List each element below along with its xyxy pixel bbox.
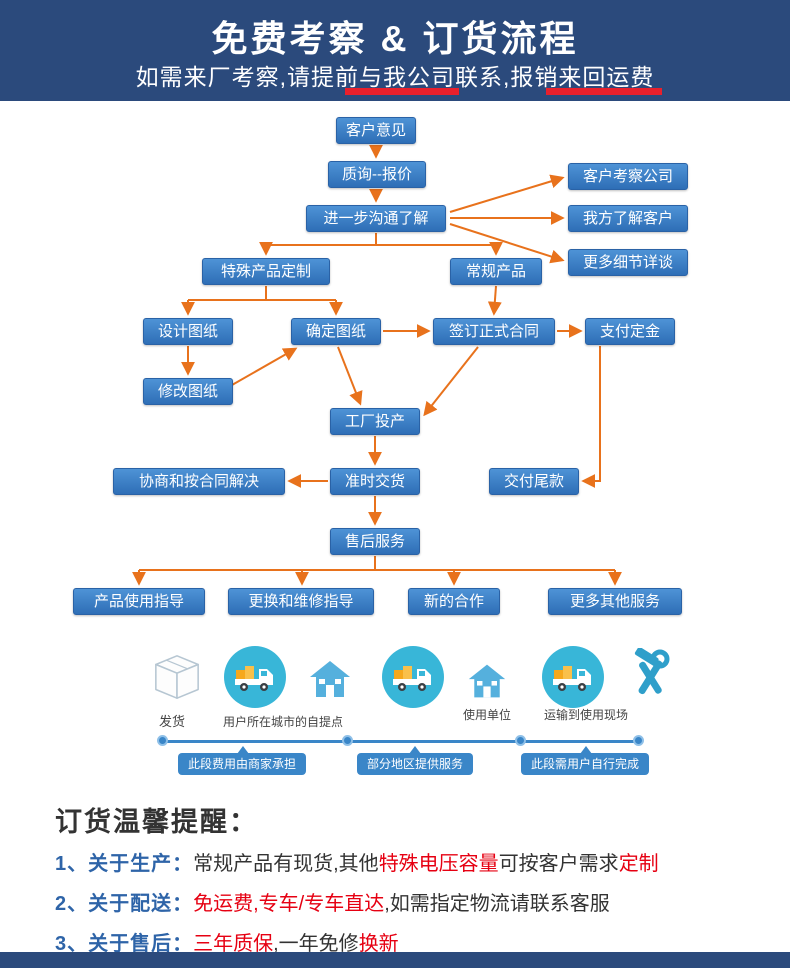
flow-node-pay-balance: 交付尾款 (489, 468, 579, 495)
timeline-tag-partial: 部分地区提供服务 (357, 753, 474, 775)
flow-node-negotiate-contract: 协商和按合同解决 (113, 468, 285, 495)
timeline-tag-pointer (409, 746, 421, 754)
flow-node-repair-guide: 更换和维修指导 (228, 588, 374, 615)
reminder-text: 常规产品有现货,其他 (193, 853, 379, 875)
reminder-highlight: 三年质保 (193, 933, 274, 955)
timeline-tag-merchant: 此段费用由商家承担 (178, 753, 307, 775)
flow-node-inquiry-quote: 质询--报价 (328, 161, 426, 188)
reminder-highlight: 换新 (358, 933, 399, 955)
footer-bar (0, 952, 790, 968)
timeline-line (162, 740, 638, 743)
flow-node-modify-drawing: 修改图纸 (143, 378, 233, 405)
logistics-step-user-label: 使用单位 (462, 708, 511, 722)
reminder-heading: 订货温馨提醒： (55, 807, 258, 837)
reminder-text: 可按客户需求 (498, 853, 619, 875)
shipping-box-icon (152, 652, 202, 707)
logistics-step-ship-label: 发货 (158, 714, 185, 729)
page-subtitle: 如需来厂考察,请提前与我公司联系,报销来回运费 (135, 64, 655, 90)
reminder-highlight: 免运费,专车/专车直达 (193, 893, 385, 915)
reminder-item-delivery: 2、关于配送：免运费,专车/专车直达,如需指定物流请联系客服 (55, 887, 610, 916)
flow-node-more-details: 更多细节详谈 (568, 249, 688, 276)
tools-icon (626, 647, 674, 707)
timeline-dot (515, 735, 526, 746)
timeline-dot (633, 735, 644, 746)
subtitle-underline-left (345, 88, 459, 95)
flow-node-ontime-delivery: 准时交货 (330, 468, 420, 495)
flow-node-confirm-drawing: 确定图纸 (291, 318, 381, 345)
reminder-text: ,一年免修 (273, 933, 359, 955)
header-banner: 免费考察 & 订货流程 如需来厂考察,请提前与我公司联系,报销来回运费 (0, 0, 790, 101)
flow-node-usage-guide: 产品使用指导 (73, 588, 205, 615)
flow-node-regular-product: 常规产品 (450, 258, 542, 285)
flow-node-more-services: 更多其他服务 (548, 588, 682, 615)
flow-node-factory-production: 工厂投产 (330, 408, 420, 435)
timeline-tag-pointer (580, 746, 592, 754)
reminder-highlight: 特殊电压容量 (378, 853, 499, 875)
timeline-tag-user-done: 此段需用户自行完成 (521, 753, 650, 775)
house-icon (308, 658, 352, 705)
reminder-item-label: 2、关于配送： (55, 893, 194, 915)
timeline-dot (342, 735, 353, 746)
flow-node-custom-product: 特殊产品定制 (202, 258, 330, 285)
reminder-item-label: 1、关于生产： (55, 853, 194, 875)
reminder-item-label: 3、关于售后： (55, 933, 194, 955)
flow-node-customer-feedback: 客户意见 (336, 117, 416, 144)
truck-icon (382, 646, 444, 708)
flow-node-sign-contract: 签订正式合同 (433, 318, 555, 345)
flow-node-new-cooperation: 新的合作 (408, 588, 500, 615)
truck-icon (224, 646, 286, 708)
logistics-step-pickup-label: 用户所在城市的自提点 (222, 715, 343, 729)
flow-node-understand-customer: 我方了解客户 (568, 205, 688, 232)
subtitle-underline-right (546, 88, 662, 95)
timeline-tag-pointer (237, 746, 249, 754)
reminder-item-aftersales: 3、关于售后：三年质保,一年免修换新 (55, 927, 399, 956)
truck-icon (542, 646, 604, 708)
logistics-step-transport-label: 运输到使用现场 (543, 708, 628, 722)
reminder-item-production: 1、关于生产：常规产品有现货,其他特殊电压容量可按客户需求定制 (55, 847, 659, 876)
flow-node-visit-company: 客户考察公司 (568, 163, 688, 190)
reminder-text: ,如需指定物流请联系客服 (384, 893, 610, 915)
page-title: 免费考察 & 订货流程 (211, 18, 579, 59)
flow-node-after-sales: 售后服务 (330, 528, 420, 555)
flow-node-pay-deposit: 支付定金 (585, 318, 675, 345)
reminder-highlight: 定制 (618, 853, 659, 875)
flow-node-design-drawing: 设计图纸 (143, 318, 233, 345)
house-icon (467, 662, 507, 705)
flow-node-further-communication: 进一步沟通了解 (306, 205, 446, 232)
timeline-dot (157, 735, 168, 746)
